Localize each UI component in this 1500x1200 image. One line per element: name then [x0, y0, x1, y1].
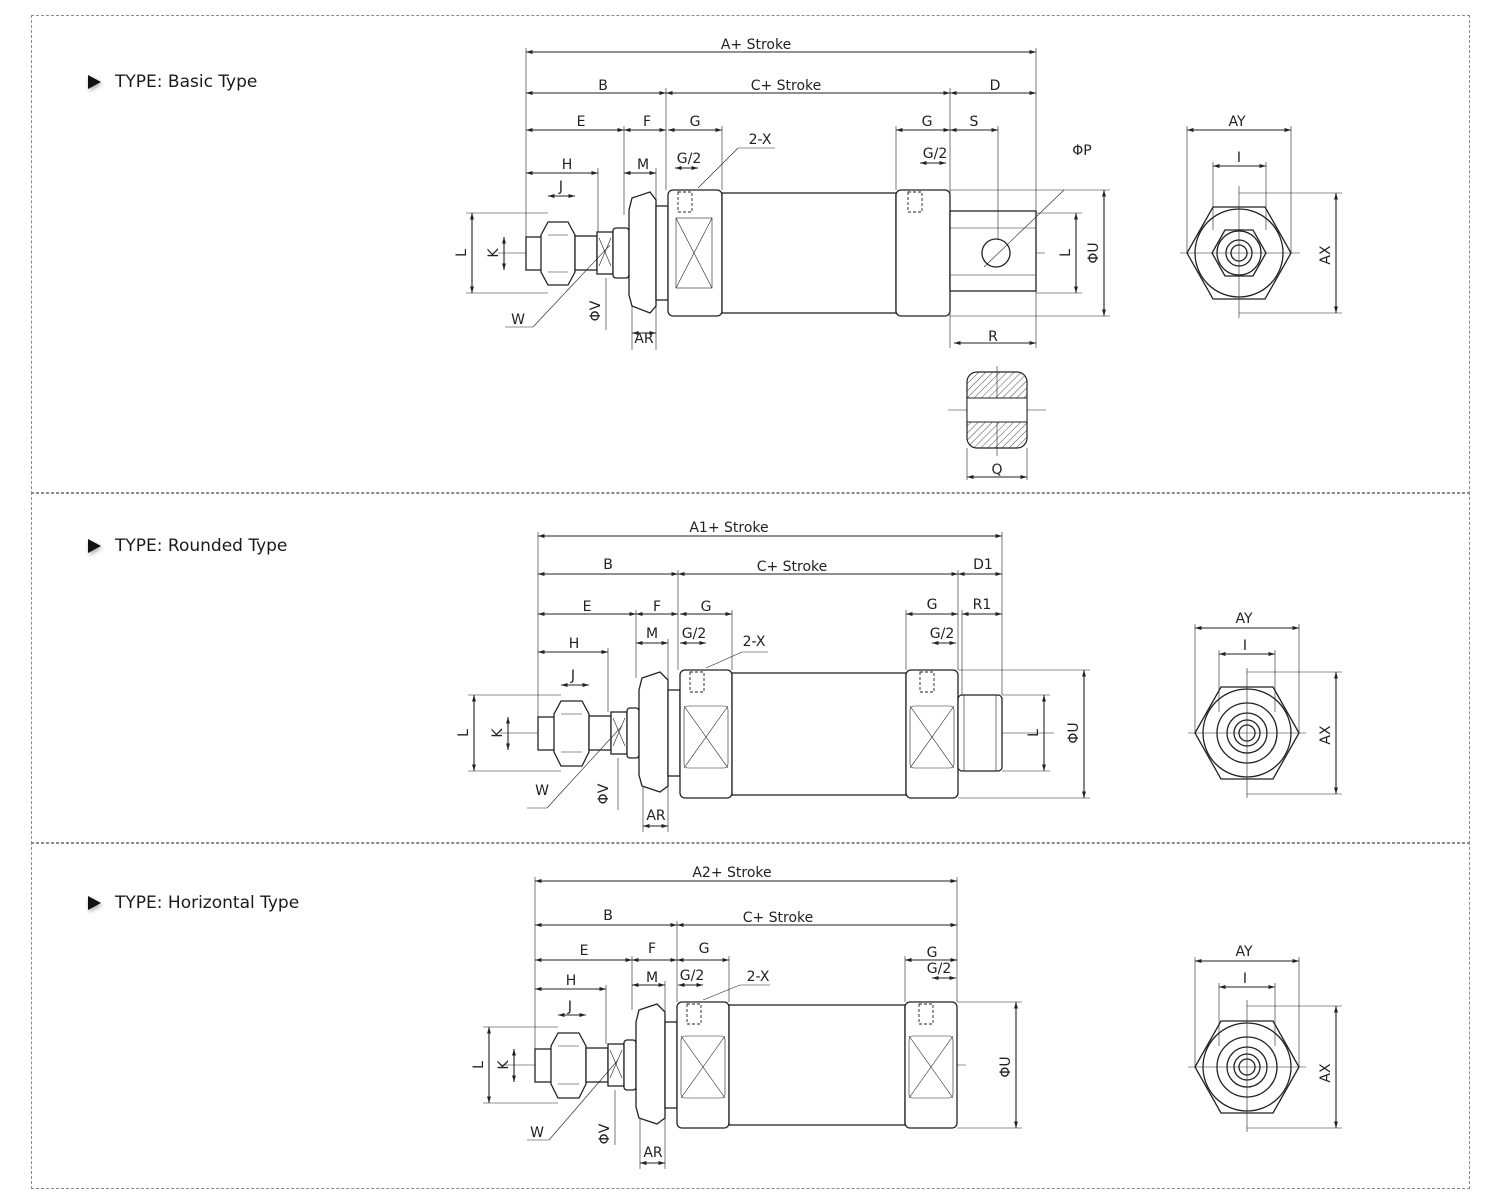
dim-ar: AR [634, 331, 654, 347]
type-name: Rounded Type [167, 536, 288, 556]
dim-phi-u: ΦU [1066, 722, 1082, 743]
basic-end-view: AY I AX [1180, 114, 1342, 318]
dim-g-half: G/2 [682, 626, 706, 642]
play-arrow-icon [88, 75, 101, 89]
dim-g: G [701, 599, 712, 615]
dim-g: G [922, 114, 933, 130]
dim-j: J [567, 999, 572, 1015]
dim-ay: AY [1235, 944, 1252, 960]
dim-e: E [577, 114, 586, 130]
dim-g-half: G/2 [680, 968, 704, 984]
rounded-type-drawing: A1+ Stroke B C+ Stroke D1 E F G G R1 H M… [456, 520, 1342, 832]
dim-l: L [471, 1061, 487, 1069]
dim-l: L [456, 729, 472, 737]
dim-m: M [646, 970, 658, 986]
section-title-horizontal: TYPE: Horizontal Type [88, 893, 299, 913]
clevis-section-detail: Q [948, 366, 1046, 480]
dim-l: L [1026, 729, 1042, 737]
basic-type-drawing: A+ Stroke B C+ Stroke D E F G G S H M J … [454, 37, 1342, 480]
dim-f: F [653, 599, 661, 615]
dim-r: R [988, 329, 998, 345]
dim-i: I [1243, 971, 1247, 987]
dim-phi-u: ΦU [998, 1056, 1014, 1077]
dim-q: Q [991, 462, 1002, 478]
dim-phi-u: ΦU [1086, 242, 1102, 263]
dim-e: E [583, 599, 592, 615]
rounded-end-view: AY I AX [1188, 611, 1342, 798]
horizontal-end-view: AY I AX [1188, 944, 1342, 1132]
dim-b: B [598, 78, 608, 94]
dim-g: G [699, 941, 710, 957]
dim-k: K [486, 248, 502, 258]
dim-ax: AX [1318, 725, 1334, 745]
dim-b: B [603, 908, 613, 924]
dim-d1: D1 [973, 557, 993, 573]
dim-ax: AX [1318, 245, 1334, 265]
dim-phi-v: ΦV [588, 300, 604, 321]
dim-j: J [570, 668, 575, 684]
dim-2x: 2-X [749, 132, 772, 148]
dim-g: G [927, 945, 938, 961]
dim-c-stroke: C+ Stroke [757, 559, 828, 575]
dim-ay: AY [1228, 114, 1245, 130]
dim-k: K [496, 1060, 512, 1070]
section-rounded-frame [31, 492, 1470, 844]
section-title-basic: TYPE: Basic Type [88, 72, 257, 92]
section-basic-frame [31, 15, 1470, 494]
dim-i: I [1237, 150, 1241, 166]
dim-phi-p: ΦP [1072, 143, 1091, 159]
dim-m: M [637, 157, 649, 173]
dim-w: W [511, 312, 525, 328]
dim-l: L [454, 249, 470, 257]
dim-g: G [927, 597, 938, 613]
type-name: Horizontal Type [167, 893, 300, 913]
dim-m: M [646, 626, 658, 642]
type-prefix: TYPE: [115, 893, 163, 913]
dim-2x: 2-X [743, 634, 766, 650]
dim-s: S [970, 114, 979, 130]
dim-g-half: G/2 [923, 146, 947, 162]
dim-d: D [990, 78, 1001, 94]
dim-ay: AY [1235, 611, 1252, 627]
dim-c-stroke: C+ Stroke [751, 78, 822, 94]
dim-r1: R1 [973, 597, 992, 613]
dim-a-stroke: A+ Stroke [721, 37, 791, 53]
dim-f: F [648, 941, 656, 957]
type-prefix: TYPE: [115, 536, 163, 556]
section-title-rounded: TYPE: Rounded Type [88, 536, 287, 556]
dim-g-half: G/2 [930, 626, 954, 642]
dim-l: L [1058, 249, 1074, 257]
dim-c-stroke: C+ Stroke [743, 910, 814, 926]
dim-ar: AR [643, 1145, 663, 1161]
dim-b: B [603, 557, 613, 573]
dim-phi-v: ΦV [596, 783, 612, 804]
dim-h: H [569, 636, 580, 652]
dim-j: J [558, 179, 563, 195]
dim-phi-v: ΦV [597, 1123, 613, 1144]
dim-g-half: G/2 [677, 151, 701, 167]
horizontal-type-drawing: A2+ Stroke B C+ Stroke E F G G H M J G/2… [471, 865, 1342, 1169]
dim-e: E [580, 943, 589, 959]
dim-k: K [490, 728, 506, 738]
dim-i: I [1243, 638, 1247, 654]
dim-a1-stroke: A1+ Stroke [689, 520, 768, 536]
play-arrow-icon [88, 539, 101, 553]
dim-ax: AX [1318, 1063, 1334, 1083]
dim-w: W [530, 1125, 544, 1141]
dim-g: G [690, 114, 701, 130]
dim-h: H [562, 157, 573, 173]
dim-h: H [566, 973, 577, 989]
dim-ar: AR [646, 808, 666, 824]
type-prefix: TYPE: [115, 72, 163, 92]
section-horizontal-frame [31, 842, 1470, 1189]
dim-w: W [535, 783, 549, 799]
play-arrow-icon [88, 896, 101, 910]
type-name: Basic Type [167, 72, 258, 92]
dim-a2-stroke: A2+ Stroke [692, 865, 771, 881]
dim-2x: 2-X [747, 969, 770, 985]
dim-g-half: G/2 [927, 961, 951, 977]
dim-f: F [643, 114, 651, 130]
